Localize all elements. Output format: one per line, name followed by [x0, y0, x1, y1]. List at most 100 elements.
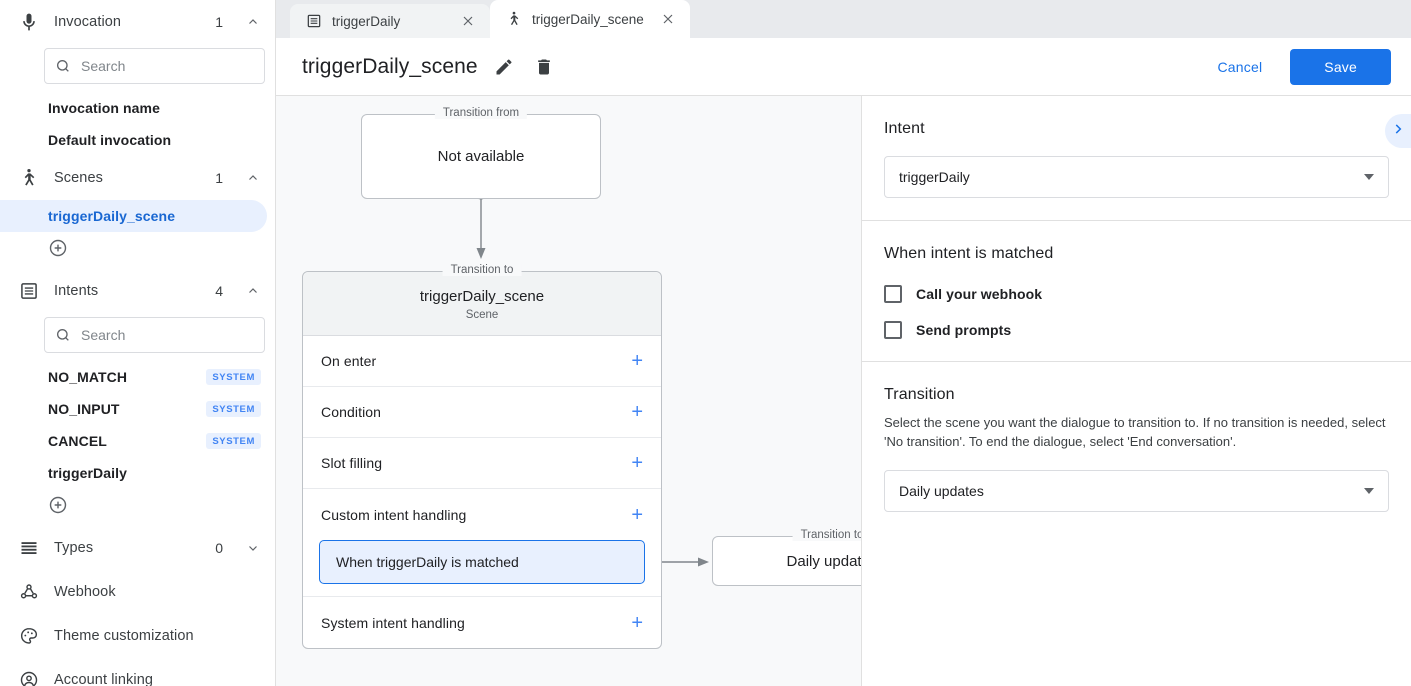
sidebar-group-count: 0	[215, 540, 223, 556]
account-icon	[18, 669, 40, 686]
scene-tab-icon	[506, 11, 522, 27]
edit-icon[interactable]	[494, 57, 514, 77]
intent-tab-icon	[306, 13, 322, 29]
search-icon	[57, 329, 69, 341]
save-button[interactable]: Save	[1290, 48, 1391, 85]
sidebar-group-count: 1	[215, 14, 223, 30]
scene-node-card[interactable]: Transition to triggerDaily_scene Scene O…	[302, 264, 662, 649]
intents-search-input[interactable]	[81, 327, 254, 343]
send-prompts-checkbox[interactable]	[884, 321, 902, 339]
invocation-search-box[interactable]	[44, 48, 265, 84]
add-on-enter-icon[interactable]: +	[631, 350, 643, 372]
transition-select-value: Daily updates	[899, 482, 984, 499]
sidebar-item-account-linking[interactable]: Account linking	[0, 658, 275, 686]
tab-triggerDaily-scene[interactable]: triggerDaily_scene	[490, 0, 690, 38]
details-panel: Intent triggerDaily When intent is match…	[862, 96, 1411, 686]
call-your-webhook-checkbox[interactable]	[884, 285, 902, 303]
checkbox-row-call-your-webhook[interactable]: Call your webhook	[884, 285, 1389, 303]
add-system-intent-handling-icon[interactable]: +	[631, 611, 643, 634]
sidebar-item-cancel[interactable]: CANCEL SYSTEM	[0, 425, 275, 457]
sidebar-group-label: Types	[54, 540, 94, 556]
sidebar-item-triggerDaily[interactable]: triggerDaily	[0, 457, 275, 489]
transition-from-node[interactable]: Transition from Not available	[361, 107, 601, 199]
dropdown-arrow-icon	[1364, 487, 1374, 494]
scene-row-label: Condition	[321, 404, 382, 420]
sidebar-item-webhook[interactable]: Webhook	[0, 570, 275, 614]
invocation-search-wrap	[0, 44, 275, 92]
sidebar-group-label: Intents	[54, 283, 99, 299]
chevron-up-icon[interactable]	[247, 16, 259, 28]
sidebar-group-label: Invocation	[54, 14, 122, 30]
sidebar-item-label: Theme customization	[54, 628, 194, 644]
search-icon	[57, 59, 69, 72]
scene-row-system-intent-handling[interactable]: System intent handling +	[303, 597, 661, 648]
transition-from-legend: Transition from	[434, 107, 528, 119]
sidebar: Invocation 1 Invocation name Default inv…	[0, 0, 276, 686]
scene-row-custom-intent-handling[interactable]: Custom intent handling +	[303, 489, 661, 540]
intent-handler-chip[interactable]: When triggerDaily is matched	[319, 540, 645, 584]
scene-row-on-enter[interactable]: On enter +	[303, 336, 661, 387]
sidebar-item-label: Account linking	[54, 672, 154, 686]
chevron-down-icon[interactable]	[247, 542, 259, 554]
chevron-up-icon[interactable]	[247, 285, 259, 297]
sidebar-item-label: Default invocation	[48, 132, 172, 148]
transition-select[interactable]: Daily updates	[884, 469, 1389, 512]
add-slot-filling-icon[interactable]: +	[631, 452, 643, 474]
tab-triggerDaily[interactable]: triggerDaily	[290, 4, 490, 38]
sidebar-item-label: Invocation name	[48, 100, 160, 116]
page-header: triggerDaily_scene Cancel Save	[276, 38, 1411, 96]
sidebar-group-invocation[interactable]: Invocation 1	[0, 0, 275, 44]
delete-icon[interactable]	[534, 57, 554, 77]
scene-row-label: Slot filling	[321, 455, 383, 471]
sidebar-item-label: triggerDaily_scene	[48, 208, 176, 224]
cancel-button[interactable]: Cancel	[1202, 50, 1279, 84]
sidebar-item-default-invocation[interactable]: Default invocation	[0, 124, 275, 156]
sidebar-group-intents[interactable]: Intents 4	[0, 269, 275, 313]
custom-intent-handler-wrap: When triggerDaily is matched	[303, 540, 661, 597]
tab-bar: triggerDaily triggerDaily_scene	[276, 0, 1411, 38]
tab-label: triggerDaily	[332, 13, 401, 29]
intents-search-box[interactable]	[44, 317, 265, 353]
transition-from-text: Not available	[437, 148, 525, 165]
sidebar-item-theme-customization[interactable]: Theme customization	[0, 614, 275, 658]
add-custom-intent-handling-icon[interactable]: +	[631, 503, 643, 526]
scene-row-label: On enter	[321, 353, 377, 369]
sidebar-item-label: NO_MATCH	[48, 369, 128, 385]
body-split: Transition from Not available Transition…	[276, 96, 1411, 686]
transition-target-node[interactable]: Transition to Daily updates	[712, 529, 862, 586]
checkbox-row-send-prompts[interactable]: Send prompts	[884, 321, 1389, 339]
scene-row-slot-filling[interactable]: Slot filling +	[303, 438, 661, 489]
sidebar-group-types[interactable]: Types 0	[0, 526, 275, 570]
scene-row-label: System intent handling	[321, 614, 465, 631]
sidebar-group-scenes[interactable]: Scenes 1	[0, 156, 275, 200]
scene-canvas[interactable]: Transition from Not available Transition…	[276, 96, 862, 686]
page-title: triggerDaily_scene	[302, 54, 478, 78]
chevron-right-icon	[1391, 122, 1405, 141]
transition-target-text: Daily updates	[786, 552, 862, 570]
intent-select[interactable]: triggerDaily	[884, 156, 1389, 198]
sidebar-item-no-input[interactable]: NO_INPUT SYSTEM	[0, 393, 275, 425]
add-intent-icon[interactable]	[48, 496, 68, 519]
sidebar-item-no-match[interactable]: NO_MATCH SYSTEM	[0, 361, 275, 393]
sidebar-item-triggerDaily-scene[interactable]: triggerDaily_scene	[0, 200, 267, 232]
close-icon[interactable]	[460, 13, 476, 29]
when-intent-matched-section: When intent is matched Call your webhook…	[862, 221, 1411, 362]
intent-select-value: triggerDaily	[899, 169, 970, 185]
close-icon[interactable]	[660, 11, 676, 27]
sidebar-item-invocation-name[interactable]: Invocation name	[0, 92, 275, 124]
add-scene-icon[interactable]	[48, 239, 68, 262]
palette-icon	[18, 625, 40, 647]
scene-row-label: Custom intent handling	[321, 506, 467, 523]
sidebar-item-label: triggerDaily	[48, 465, 127, 481]
sidebar-group-count: 1	[215, 170, 223, 186]
transition-to-legend: Transition to	[442, 264, 522, 276]
chevron-up-icon[interactable]	[247, 172, 259, 184]
scene-row-condition[interactable]: Condition +	[303, 387, 661, 438]
expand-panel-button[interactable]	[1385, 114, 1411, 148]
invocation-search-input[interactable]	[81, 58, 254, 74]
intents-search-wrap	[0, 313, 275, 361]
status-badge: SYSTEM	[206, 433, 261, 449]
sidebar-group-label: Scenes	[54, 170, 103, 186]
add-condition-icon[interactable]: +	[631, 401, 643, 423]
intent-section-title: Intent	[884, 120, 925, 137]
